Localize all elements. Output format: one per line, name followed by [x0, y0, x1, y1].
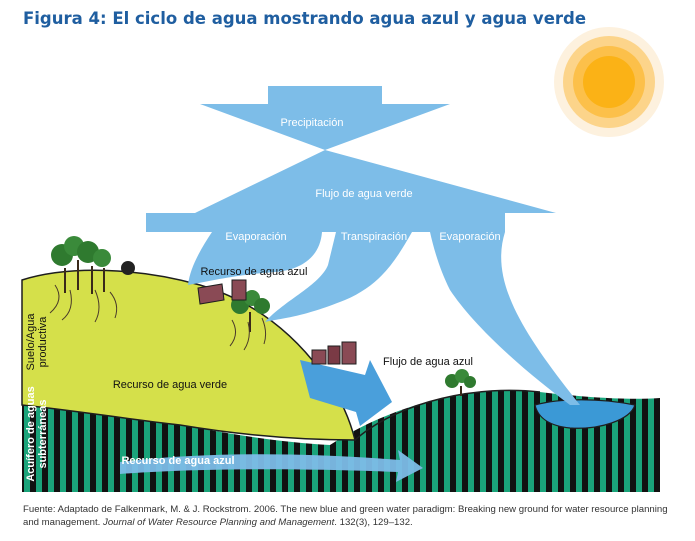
source-caption: Fuente: Adaptado de Falkenmark, M. & J. … [23, 503, 678, 529]
sun [554, 27, 664, 137]
caption-suffix: . 132(3), 129–132. [334, 517, 413, 528]
label-evaporacion-right: Evaporación [439, 231, 500, 243]
label-flujo-agua-azul: Flujo de agua azul [383, 356, 473, 368]
precipitation-arrow [200, 86, 450, 150]
label-recurso-agua-azul-bottom: Recurso de agua azul [121, 455, 234, 467]
tree-icon [229, 290, 270, 351]
evaporation-left-plume [188, 232, 322, 285]
tree-cluster-icon [49, 236, 135, 323]
label-flujo-agua-verde: Flujo de agua verde [315, 188, 412, 200]
transpiration-plume [265, 232, 412, 322]
label-productiva: productiva [37, 316, 49, 368]
label-transpiracion: Transpiración [341, 231, 407, 243]
label-recurso-agua-verde: Recurso de agua verde [113, 379, 227, 391]
blue-water-flow-arrow [300, 360, 392, 426]
label-subterraneas: subterráneas [37, 399, 49, 468]
productive-soil-hill [21, 269, 356, 441]
green-water-flow-arrow [146, 150, 556, 232]
evaporation-right-plume [430, 232, 580, 405]
figure-title: Figura 4: El ciclo de agua mostrando agu… [23, 9, 587, 28]
caption-text: Fuente: Adaptado de Falkenmark, M. & J. … [23, 504, 668, 528]
city-buildings-icon [311, 341, 357, 365]
factory-icon [197, 279, 247, 305]
label-recurso-agua-azul-top: Recurso de agua azul [200, 266, 307, 278]
label-evaporacion-left: Evaporación [225, 231, 286, 243]
label-suelo-agua: Suelo/Agua [25, 313, 37, 371]
label-precipitacion: Precipitación [281, 117, 344, 129]
tree-icon [445, 369, 476, 396]
groundwater-arrow [120, 450, 423, 482]
label-acuifero: Acuífero de aguas [25, 386, 37, 481]
caption-journal: Journal of Water Resource Planning and M… [103, 517, 335, 528]
